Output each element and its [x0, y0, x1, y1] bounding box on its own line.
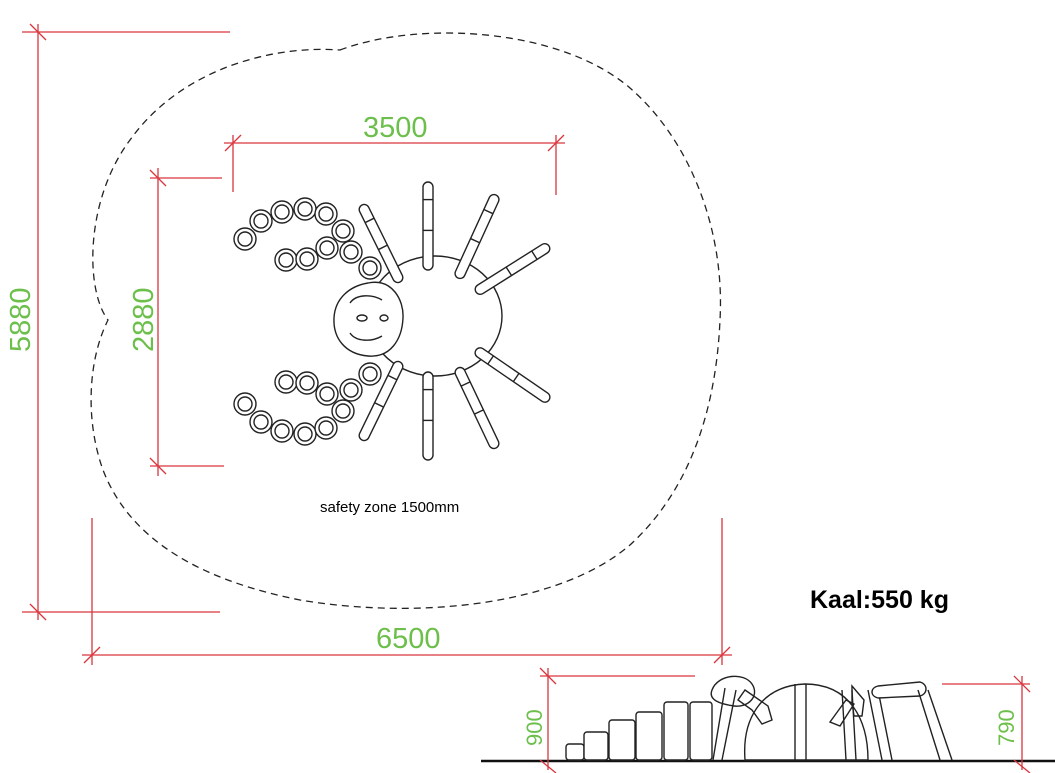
palp-post-3: [270, 200, 294, 224]
side-step-log-2: [583, 731, 609, 761]
palp-post-22: [358, 362, 382, 386]
palp-post-17: [331, 399, 355, 423]
palp-post-9: [315, 236, 339, 260]
safety-zone-outline: [90, 32, 722, 609]
weight-label: Kaal:550 kg: [810, 586, 949, 614]
safety-zone-note: safety zone 1500mm: [320, 499, 459, 516]
dim-overall-height: [22, 23, 230, 621]
leg-bar-4: [358, 203, 404, 284]
palp-post-18: [274, 370, 298, 394]
palp-post-12: [233, 392, 257, 416]
dim-overall-width-label: 6500: [376, 623, 441, 655]
dim-side-right-height: [942, 675, 1031, 773]
side-step-log-6: [689, 701, 713, 761]
palp-post-1: [233, 227, 257, 251]
palp-post-14: [270, 419, 294, 443]
side-step-log-4: [635, 711, 663, 761]
palp-post-2: [249, 209, 273, 233]
dim-side-left-height: [539, 667, 695, 773]
dim-overall-width: [82, 518, 732, 665]
palp-post-5: [314, 202, 338, 226]
palp-post-6: [331, 219, 355, 243]
leg-bar-6: [454, 366, 500, 450]
dim-body-height-label: 2880: [128, 287, 160, 352]
palp-post-7: [274, 248, 298, 272]
dim-body-width: [224, 134, 565, 195]
palp-post-21: [339, 378, 363, 402]
palp-post-20: [315, 382, 339, 406]
palp-post-15: [293, 422, 317, 446]
leg-bar-5: [422, 371, 434, 461]
spider-plan-view: [233, 181, 551, 461]
leg-bar-1: [422, 181, 434, 271]
dim-body-height: [149, 168, 224, 476]
dim-side-left-label: 900: [522, 709, 547, 746]
palp-post-16: [314, 416, 338, 440]
dim-overall-height-label: 5880: [5, 287, 37, 352]
side-step-log-5: [663, 701, 689, 761]
palp-post-11: [358, 256, 382, 280]
palp-post-8: [295, 247, 319, 271]
leg-bar-2: [454, 193, 500, 280]
side-view: [481, 675, 1055, 763]
spider-head: [333, 281, 404, 357]
leg-bar-8: [358, 360, 404, 442]
leg-bar-7: [474, 347, 551, 403]
dim-body-width-label: 3500: [363, 112, 428, 144]
side-step-log-1: [565, 743, 585, 761]
palp-post-19: [295, 371, 319, 395]
palp-post-10: [339, 240, 363, 264]
leg-bar-3: [474, 242, 551, 296]
palp-post-4: [293, 197, 317, 221]
side-head: [710, 675, 756, 707]
dim-side-right-label: 790: [994, 709, 1019, 746]
palp-post-13: [249, 410, 273, 434]
side-step-log-3: [608, 719, 636, 761]
